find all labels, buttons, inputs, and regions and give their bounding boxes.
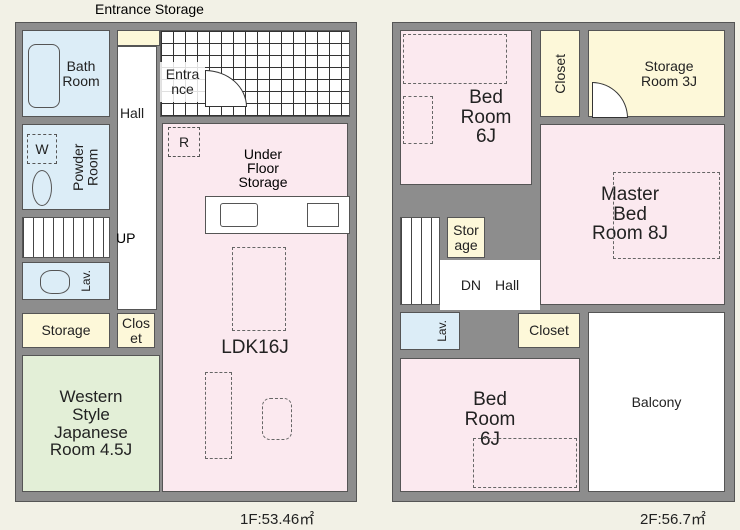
closet-mid: Closet (518, 313, 580, 348)
bed-room-top: Bed Room 6J (400, 30, 532, 185)
bed-icon-bottom (473, 438, 577, 488)
desk-icon (403, 96, 433, 144)
refrigerator-icon: R (168, 127, 200, 157)
hall: Hall (117, 46, 157, 310)
sink-icon (32, 170, 52, 206)
storage: Storage (22, 313, 110, 348)
balcony: Balcony (588, 312, 725, 492)
dining-table-icon (232, 247, 286, 331)
sofa-icon (205, 372, 232, 459)
entrance-storage-label: Entrance Storage (95, 1, 204, 17)
master-bed-icon (613, 172, 720, 259)
coffee-table-icon (262, 398, 292, 440)
japanese-room: Western Style Japanese Room 4.5J (22, 355, 160, 492)
closet: Closet (117, 313, 155, 348)
bed-icon (403, 34, 507, 84)
stairs-up-label: UP (116, 230, 136, 246)
storage-small: Storage (447, 217, 485, 258)
bathtub-icon (28, 44, 60, 108)
under-floor-storage: Under Floor Storage (238, 146, 288, 190)
stairs-down-label: DN (460, 276, 482, 293)
bed-room-bottom: Bed Room 6J (400, 358, 580, 492)
ldk: LDK16J (162, 123, 348, 492)
closet-top: Closet (540, 30, 580, 117)
lavatory-2f: Lav. (400, 312, 460, 350)
floor1-area: 1F:53.46㎡ (240, 511, 315, 528)
entrance-storage (117, 30, 160, 46)
floor2-area: 2F:56.7㎡ (640, 511, 706, 528)
toilet-icon (40, 270, 70, 294)
entrance: Entrance (160, 62, 205, 102)
kitchen-sink-icon (220, 203, 258, 227)
stove-icon (307, 203, 339, 227)
kitchen-counter (205, 196, 350, 234)
master-bed-room: Master Bed Room 8J (540, 124, 725, 305)
washer-icon: W (27, 134, 57, 164)
stairs-2f (400, 217, 440, 305)
stairs (22, 217, 110, 258)
